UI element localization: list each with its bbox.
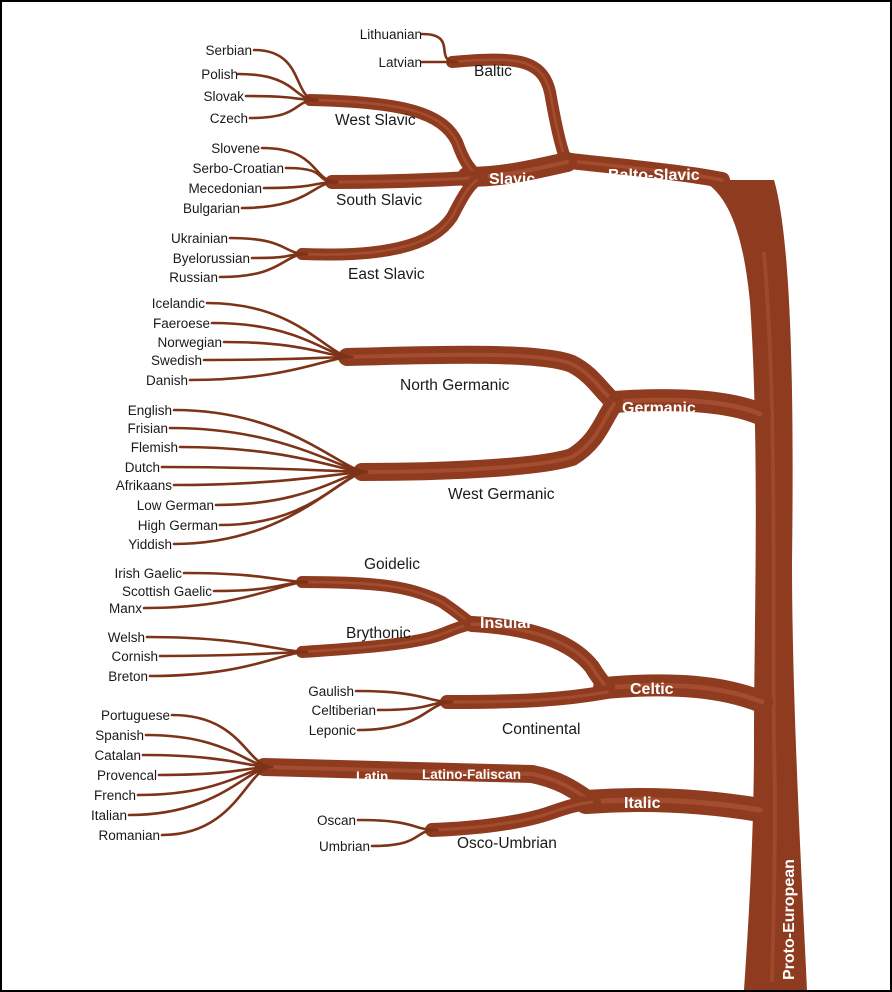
language-label-slovak: Slovak [203,89,244,104]
subfamily-label-goidelic: Goidelic [364,556,420,573]
family-label-balto-slavic: Balto-Slavic [608,167,700,184]
subfamily-label-slavic: Slavic [489,171,535,188]
language-label-welsh: Welsh [108,630,145,645]
language-label-afrikaans: Afrikaans [116,478,173,493]
subfamily-label-south-slavic: South Slavic [336,192,422,209]
west-germanic-strand [174,472,367,485]
language-label-oscan: Oscan [317,813,356,828]
subfamily-label-insular: Insular [480,615,532,632]
family-label-italic: Italic [624,795,661,812]
language-label-byelorussian: Byelorussian [173,251,250,266]
subfamily-label-osco-umbrian: Osco-Umbrian [457,835,557,852]
language-label-manx: Manx [109,601,142,616]
subfamily-label-north-germanic: North Germanic [400,377,510,394]
goidelic-strand [184,573,307,582]
language-label-flemish: Flemish [131,440,178,455]
language-label-romanian: Romanian [98,828,160,843]
language-label-bulgarian: Bulgarian [183,201,240,216]
west-slavic-strand [250,100,317,118]
language-label-serbian: Serbian [205,43,252,58]
language-label-serbo-croatian: Serbo-Croatian [192,161,284,176]
subfamily-label-continental: Continental [502,721,580,738]
north-germanic-strand [212,323,352,357]
language-label-slovene: Slovene [211,141,260,156]
language-label-gaulish: Gaulish [308,684,354,699]
language-label-leponic: Leponic [309,723,357,738]
language-label-polish: Polish [201,67,238,82]
subfamily-label-west-germanic: West Germanic [448,486,555,503]
language-label-english: English [128,403,172,418]
language-label-czech: Czech [210,111,248,126]
language-label-spanish: Spanish [95,728,144,743]
subfamily-label-brythonic: Brythonic [346,625,411,642]
language-label-danish: Danish [146,373,188,388]
family-label-celtic: Celtic [630,681,674,698]
latin-strand [146,735,272,767]
language-label-frisian: Frisian [127,421,168,436]
language-label-icelandic: Icelandic [152,296,206,311]
language-label-breton: Breton [108,669,148,684]
west-germanic-strand [216,472,367,505]
language-label-umbrian: Umbrian [319,839,370,854]
subfamily-label-latino-faliscan: Latino-Faliscan [422,767,521,782]
language-label-italian: Italian [91,808,127,823]
language-label-catalan: Catalan [94,748,141,763]
root-label-proto-european: Proto-European [781,859,798,980]
language-label-low-german: Low German [137,498,214,513]
osco-umbrian-strand [358,820,437,830]
language-label-portuguese: Portuguese [101,708,170,723]
language-label-dutch: Dutch [125,460,160,475]
language-label-mecedonian: Mecedonian [188,181,262,196]
osco-umbrian-strand [372,830,437,846]
language-label-cornish: Cornish [111,649,158,664]
language-label-irish-gaelic: Irish Gaelic [114,566,182,581]
language-label-swedish: Swedish [151,353,202,368]
language-label-french: French [94,788,136,803]
family-label-germanic: Germanic [622,400,696,417]
language-label-norwegian: Norwegian [157,335,222,350]
subfamily-label-latin: Latin [356,769,388,784]
language-label-faeroese: Faeroese [153,316,210,331]
language-label-ukrainian: Ukrainian [171,231,228,246]
language-label-provencal: Provencal [97,768,157,783]
west-germanic-branch [362,404,614,472]
subfamily-label-baltic: Baltic [474,63,512,80]
latin-strand [162,767,272,835]
language-label-lithuanian: Lithuanian [360,27,422,42]
goidelic-branch [302,582,472,624]
language-label-scottish-gaelic: Scottish Gaelic [122,584,212,599]
language-label-latvian: Latvian [378,55,422,70]
west-germanic-strand [162,467,367,472]
language-label-yiddish: Yiddish [128,537,172,552]
continental-strand [356,691,452,702]
subfamily-label-east-slavic: East Slavic [348,266,425,283]
subfamily-label-west-slavic: West Slavic [335,112,416,129]
language-label-high-german: High German [138,518,218,533]
language-label-russian: Russian [169,270,218,285]
brythonic-strand [147,637,307,652]
language-label-celtiberian: Celtiberian [311,703,376,718]
